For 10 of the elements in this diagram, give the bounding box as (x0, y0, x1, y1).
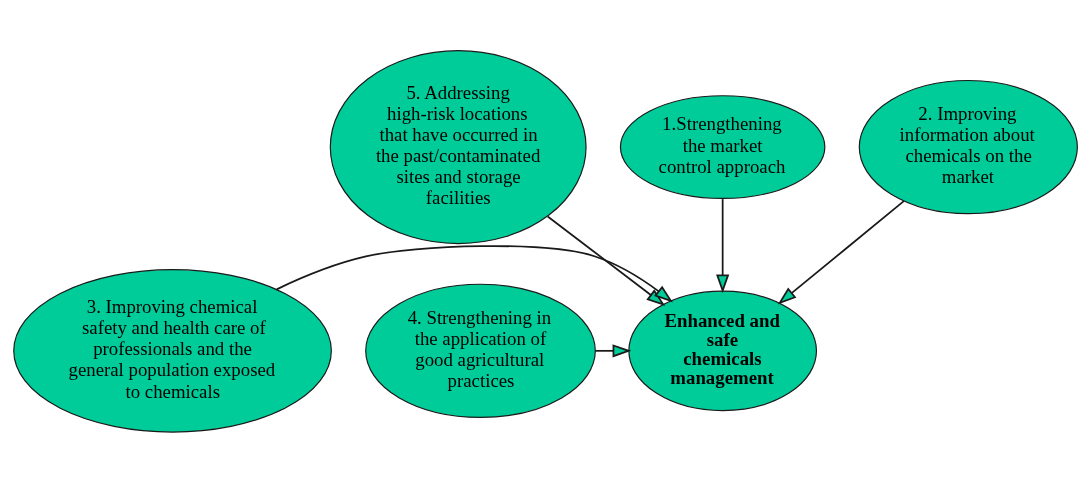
arrow (777, 199, 905, 304)
arrow (546, 215, 666, 306)
arrow (716, 197, 730, 293)
node-ellipse: 3. Improving chemical safety and health care of professionals and the general population exposed to chemicals (13, 268, 332, 433)
node-ellipse: 4. Strengthening in the application of good agricultural practices (365, 283, 596, 418)
node-ellipse: 2. Improving information about chemicals on the market (858, 79, 1078, 214)
node-ellipse: 1.Strengthening the market control approach (619, 94, 826, 199)
node-ellipse: 5. Addressing high-risk locations that have occurred in the past/contaminated sites and storage facilities (329, 49, 587, 244)
arrow (275, 244, 673, 302)
arrow (594, 343, 632, 357)
